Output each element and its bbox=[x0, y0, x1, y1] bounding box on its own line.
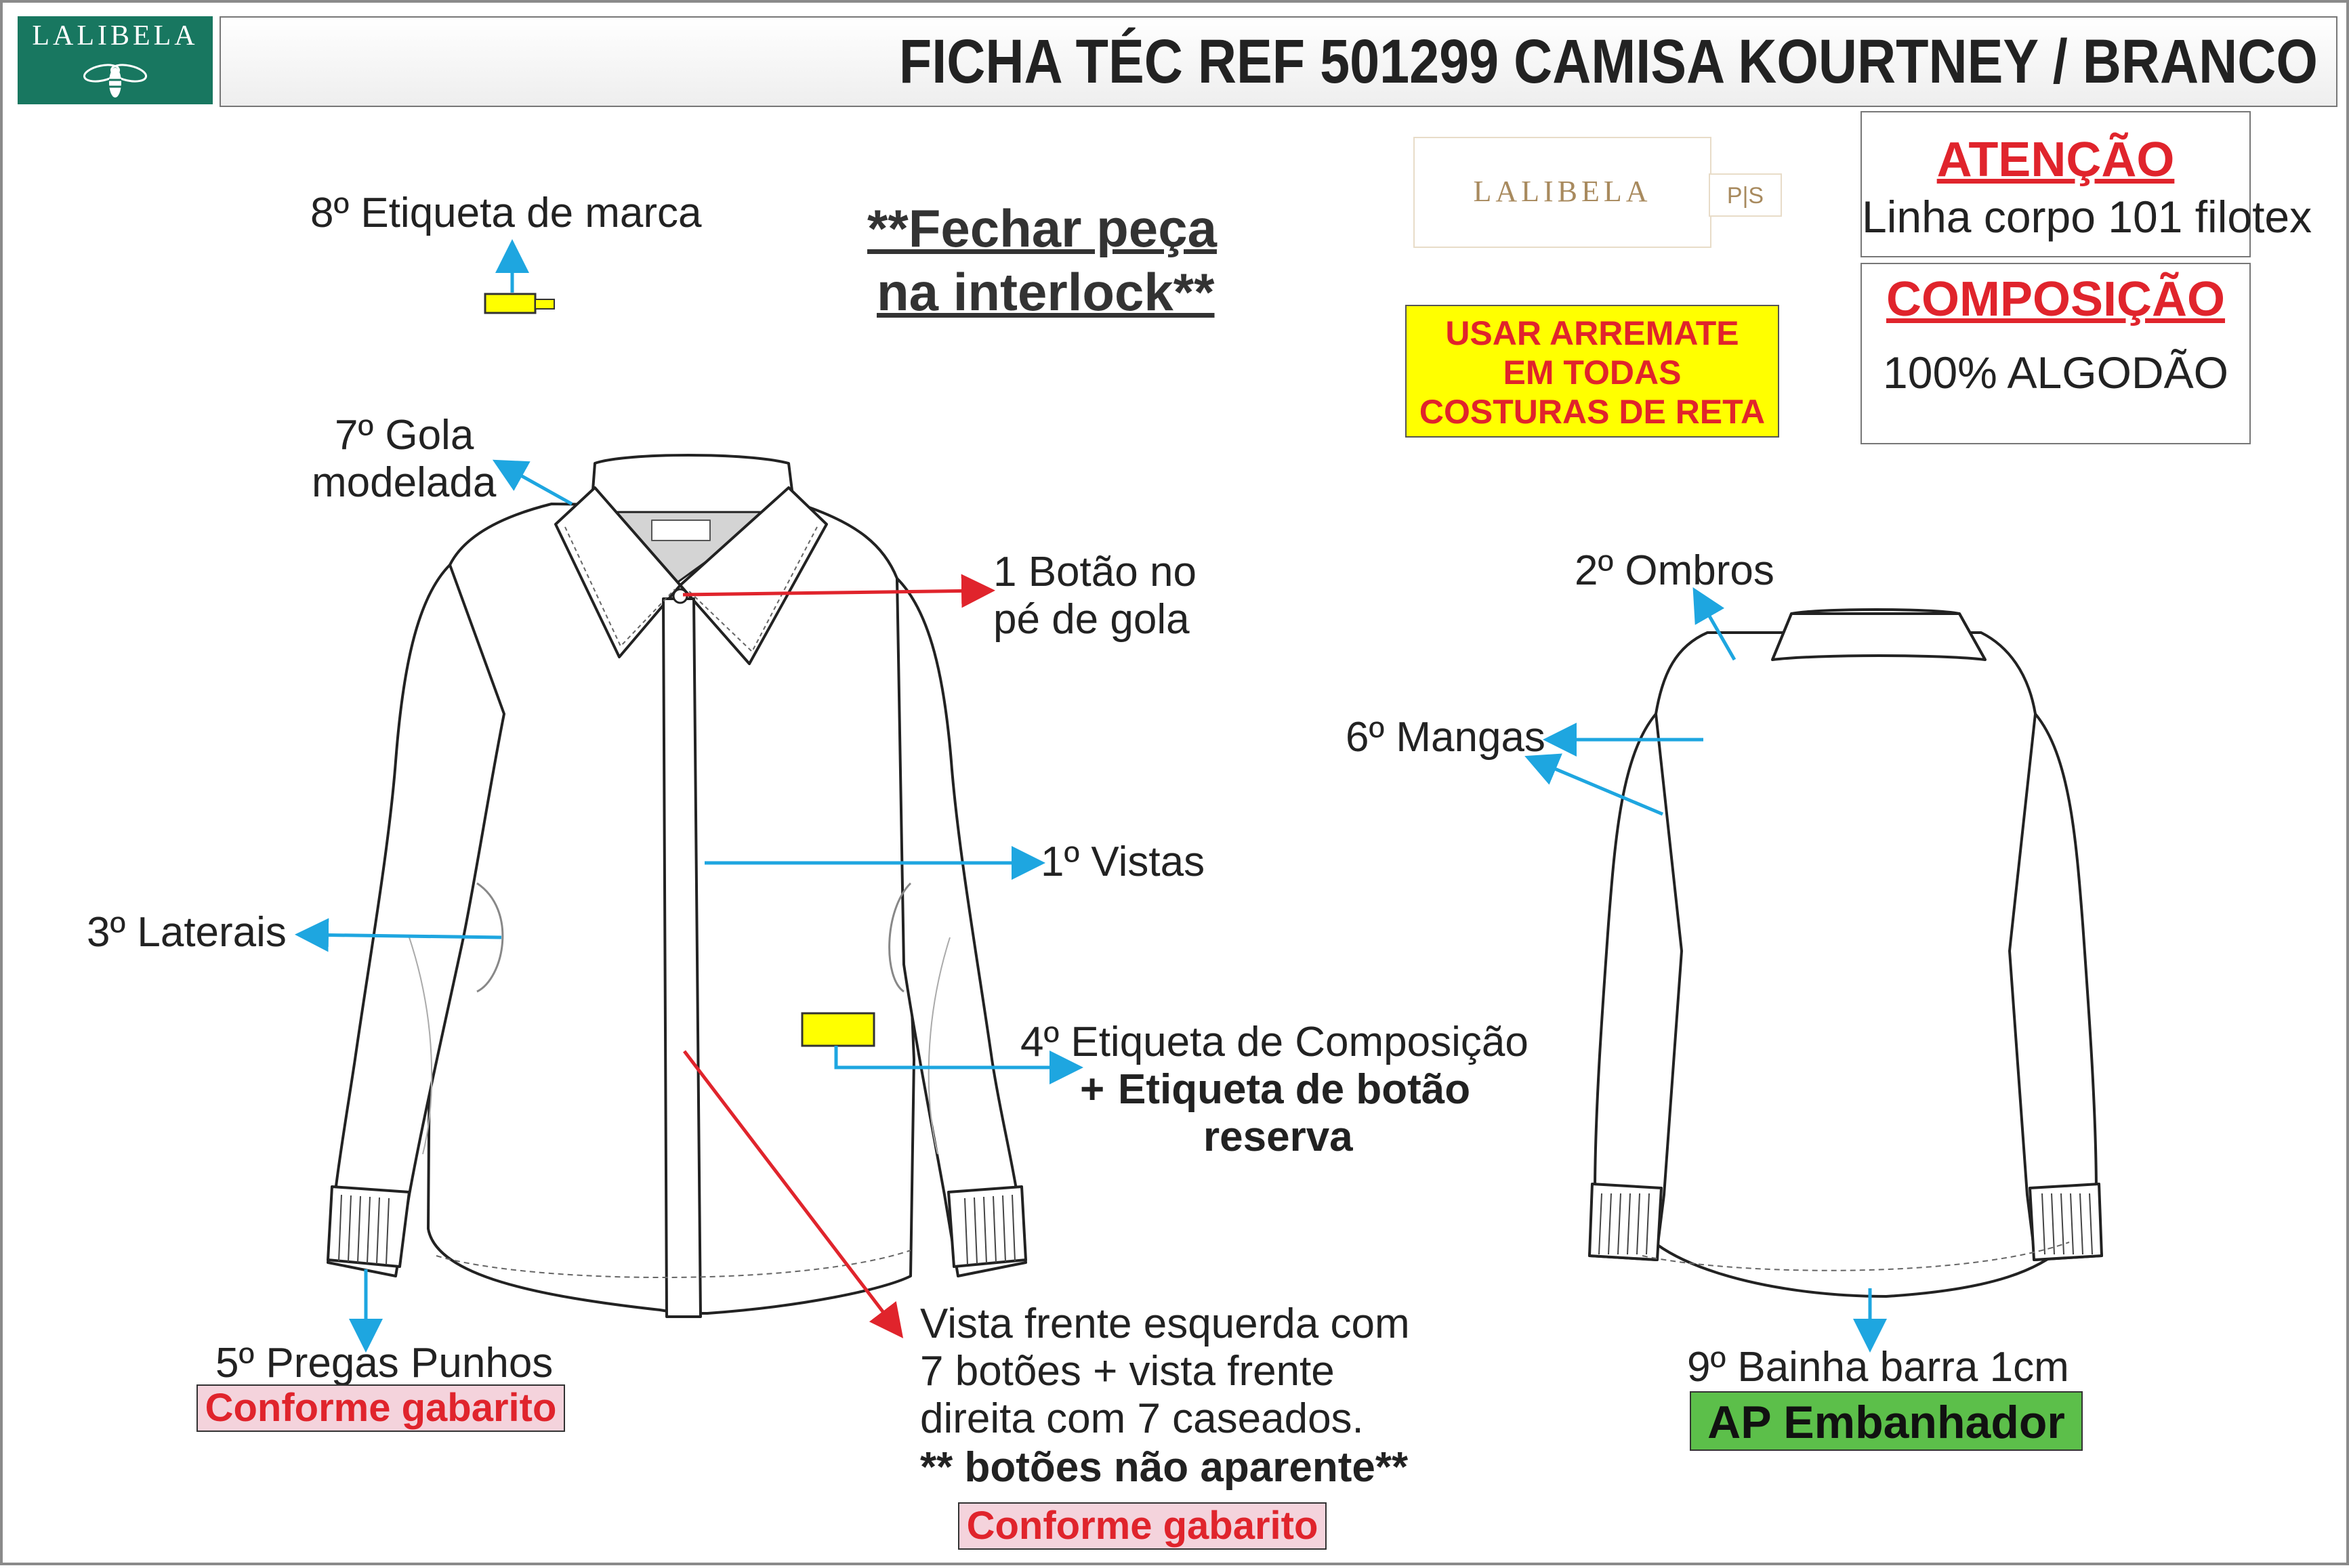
brand-label-annotation: 8º Etiqueta de marca bbox=[310, 190, 702, 236]
attention-title: ATENÇÃO bbox=[1936, 133, 2175, 187]
collar-button-annotation-2: pé de gola bbox=[993, 596, 1190, 643]
size-label-text: P|S bbox=[1726, 183, 1764, 209]
collar-button-annotation-1: 1 Botão no bbox=[993, 549, 1197, 595]
placket-note-line-3: direita com 7 caseados. bbox=[920, 1395, 1364, 1442]
size-label-sample: P|S bbox=[1709, 173, 1782, 217]
comp-label-plus: + bbox=[1080, 1066, 1105, 1113]
page-title: FICHA TÉC REF 501299 CAMISA KOURTNEY / B… bbox=[898, 27, 2318, 96]
logo-text: LALIBELA bbox=[32, 20, 199, 51]
finish-note-line-3: COSTURAS DE RETA bbox=[1419, 393, 1766, 431]
composition-box: COMPOSIÇÃO 100% ALGODÃO bbox=[1861, 263, 2251, 444]
comp-label-annotation-2: Etiqueta de botão bbox=[1118, 1066, 1471, 1113]
arrow-shoulders bbox=[1692, 587, 1737, 661]
arrow-sleeves-2 bbox=[1524, 753, 1663, 816]
cuffs-annotation: 5º Pregas Punhos bbox=[215, 1340, 554, 1386]
placket-annotation: 1º Vistas bbox=[1041, 839, 1205, 885]
collar-annotation-2: modelada bbox=[312, 459, 497, 506]
finish-note-line-2: EM TODAS bbox=[1503, 354, 1682, 391]
arrow-placket-note bbox=[683, 1050, 904, 1338]
composition-title: COMPOSIÇÃO bbox=[1886, 272, 2226, 326]
front-shirt bbox=[327, 454, 1027, 1318]
sides-annotation: 3º Laterais bbox=[87, 909, 287, 956]
placket-note-line-2: 7 botões + vista frente bbox=[920, 1348, 1335, 1395]
arrow-collar-button bbox=[682, 574, 995, 608]
close-note-line-1: **Fechar peça bbox=[867, 198, 1217, 258]
finish-note: USAR ARREMATE EM TODAS COSTURAS DE RETA bbox=[1405, 305, 1779, 438]
cuffs-tag: Conforme gabarito bbox=[196, 1384, 565, 1432]
brand-logo: LALIBELA bbox=[18, 16, 213, 104]
composition-label-marker bbox=[801, 1012, 875, 1047]
header-bar bbox=[220, 16, 2337, 107]
composition-text: 100% ALGODÃO bbox=[1883, 347, 2228, 398]
bee-icon bbox=[83, 64, 148, 98]
arrow-sides bbox=[295, 918, 502, 952]
arrow-comp-label bbox=[834, 1046, 1083, 1084]
brand-label-text: LALIBELA bbox=[1473, 175, 1652, 208]
back-shirt bbox=[1588, 608, 2103, 1298]
comp-label-annotation-3: reserva bbox=[1203, 1114, 1353, 1160]
hem-tag: AP Embanhador bbox=[1690, 1391, 2083, 1451]
hem-annotation: 9º Bainha barra 1cm bbox=[1687, 1344, 2069, 1391]
arrow-collar bbox=[492, 459, 573, 506]
sleeves-annotation: 6º Mangas bbox=[1346, 714, 1545, 761]
close-note-line-2: na interlock** bbox=[877, 262, 1215, 322]
garment-drawing bbox=[295, 239, 2103, 1353]
shoulders-annotation: 2º Ombros bbox=[1575, 547, 1774, 594]
placket-tag: Conforme gabarito bbox=[958, 1502, 1327, 1550]
brand-label-sample: LALIBELA bbox=[1413, 137, 1711, 248]
brand-label-marker bbox=[484, 293, 537, 314]
collar-annotation-1: 7º Gola bbox=[335, 412, 474, 459]
hem-tag-text: AP Embanhador bbox=[1707, 1397, 2065, 1448]
attention-text: Linha corpo 101 filotex bbox=[1862, 192, 2312, 242]
attention-box: ATENÇÃO Linha corpo 101 filotex bbox=[1861, 111, 2312, 257]
finish-note-line-1: USAR ARREMATE bbox=[1445, 314, 1739, 352]
comp-label-annotation-1: 4º Etiqueta de Composição bbox=[1020, 1019, 1529, 1065]
placket-note-line-4: ** botões não aparente** bbox=[920, 1444, 1409, 1491]
placket-note-line-1: Vista frente esquerda com bbox=[920, 1300, 1410, 1347]
